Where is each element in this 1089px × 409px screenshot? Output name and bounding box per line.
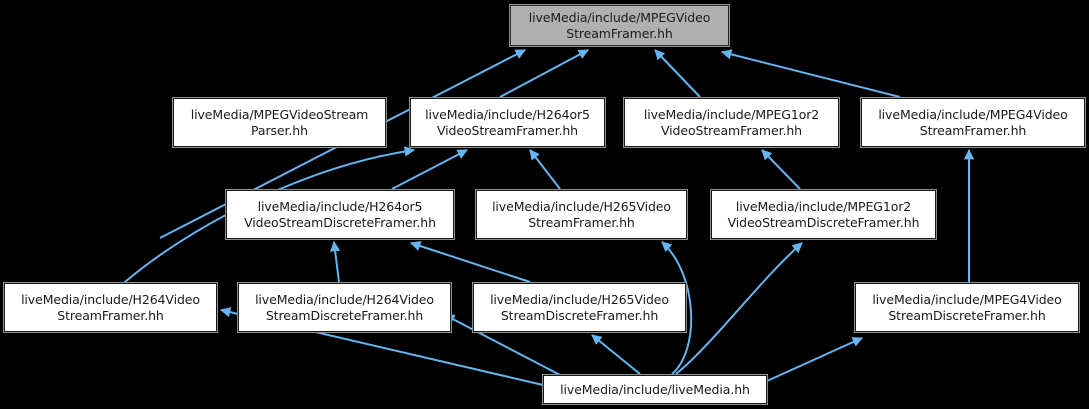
edge-mpeg1or2videostreamframer-to-mpegvideostreamframer: [654, 49, 701, 98]
node-mpeg4videostreamframer[interactable]: liveMedia/include/MPEG4Video StreamFrame…: [860, 97, 1086, 148]
edge-h264or5videostreamdiscreteframer-to-h264or5videostreamframer: [391, 149, 468, 190]
edge-livemedia-to-mpeg4videostreamdiscreteframer: [766, 337, 863, 382]
node-mpeg1or2videostreamframer[interactable]: liveMedia/include/MPEG1or2 VideoStreamFr…: [623, 97, 840, 148]
node-mpeg4videostreamdiscreteframer[interactable]: liveMedia/include/MPEG4Video StreamDiscr…: [854, 282, 1080, 333]
edge-h265videostreamframer-to-h264or5videostreamframer: [529, 149, 561, 190]
node-mpeg1or2videostreamdiscreteframer[interactable]: liveMedia/include/MPEG1or2 VideoStreamDi…: [710, 189, 937, 240]
edge-mpeg1or2videostreamdiscreteframer-to-mpeg1or2videostreamframer: [761, 149, 801, 190]
node-h265videostreamframer[interactable]: liveMedia/include/H265Video StreamFramer…: [475, 189, 688, 240]
node-h264or5videostreamdiscreteframer[interactable]: liveMedia/include/H264or5 VideoStreamDis…: [225, 189, 455, 240]
edge-mpeg4videostreamframer-to-mpegvideostreamframer: [720, 49, 901, 98]
node-mpegvideostreamparser[interactable]: liveMedia/MPEGVideoStream Parser.hh: [172, 97, 387, 148]
edge-livemedia-to-mpeg1or2videostreamdiscreteframer: [675, 242, 803, 375]
node-h264videostreamframer[interactable]: liveMedia/include/H264Video StreamFramer…: [3, 282, 218, 333]
node-livemedia[interactable]: liveMedia/include/liveMedia.hh: [542, 374, 768, 405]
node-h264videostreamdiscreteframer[interactable]: liveMedia/include/H264Video StreamDiscre…: [237, 282, 452, 333]
edge-h265videostreamdiscreteframer-to-h264or5videostreamdiscreteframer: [410, 240, 531, 283]
node-h264or5videostreamframer[interactable]: liveMedia/include/H264or5 VideoStreamFra…: [409, 97, 606, 148]
edge-livemedia-to-h265videostreamdiscreteframer: [591, 334, 641, 375]
edge-h264videostreamdiscreteframer-to-h264or5videostreamdiscreteframer: [330, 240, 341, 283]
edge-h264or5videostreamframer-to-mpegvideostreamframer: [499, 49, 589, 98]
node-h265videostreamdiscreteframer[interactable]: liveMedia/include/H265Video StreamDiscre…: [472, 282, 687, 333]
node-mpegvideostreamframer[interactable]: liveMedia/include/MPEGVideo StreamFramer…: [509, 4, 730, 47]
